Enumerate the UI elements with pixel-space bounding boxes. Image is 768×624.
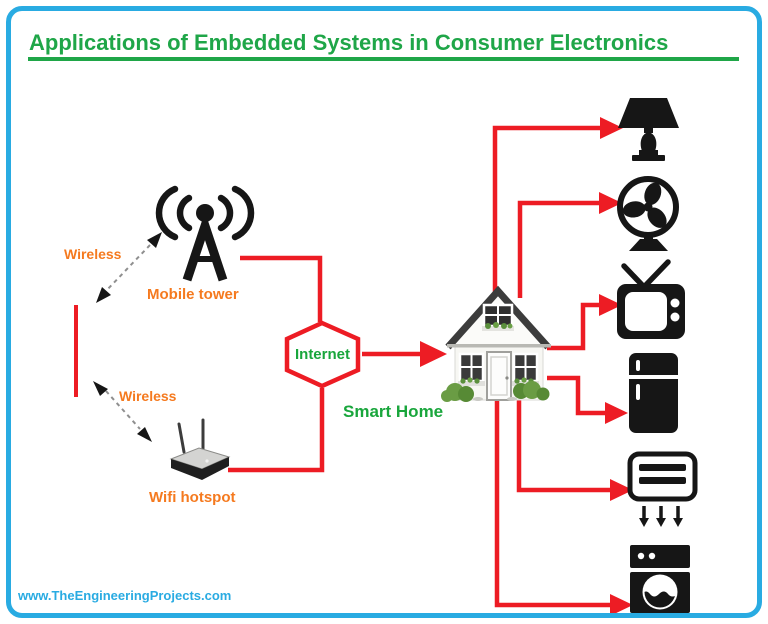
mobile-tower-label: Mobile tower [147,286,239,303]
arrowhead-lamp [600,117,623,139]
line-home-to-washer [494,398,613,608]
line-home-to-tv [547,302,602,351]
arrowhead-ac [610,479,633,501]
watermark-url: www.TheEngineeringProjects.com [18,588,232,603]
line-home-to-lamp [492,125,603,292]
arrowhead-tv [599,294,622,316]
table-fan-icon [617,176,679,251]
red-connector-lines [74,125,613,608]
arrowhead-washer [610,594,633,616]
wireless-label-top: Wireless [64,246,122,262]
table-lamp-icon [618,98,679,161]
smart-home-label: Smart Home [343,402,444,421]
title-underline [28,57,739,61]
airflow-arrows-icon [639,506,683,527]
wifi-hotspot-label: Wifi hotspot [149,489,236,506]
line-router-to-internet [228,388,325,473]
wireless-dashed-arrows [93,232,162,442]
line-tower-to-internet [240,255,323,322]
washing-machine-icon [630,545,690,613]
wireless-label-bottom: Wireless [119,388,177,404]
arrowhead-home [420,341,447,367]
internet-label: Internet [294,346,350,363]
red-arrowheads [420,117,633,616]
arrowhead-fan [599,192,622,214]
refrigerator-icon [629,353,678,433]
air-conditioner-icon [627,451,698,527]
page-title: Applications of Embedded Systems in Cons… [29,30,669,55]
house-icon [441,285,551,402]
internet-hexagon [284,320,361,389]
line-home-to-ac [516,398,613,493]
line-home-to-fan [517,200,602,298]
television-icon [617,259,685,339]
arrowhead-fridge [605,402,628,424]
wifi-router-icon [169,418,231,480]
line-home-to-fridge [547,375,608,416]
cell-tower-icon [155,185,255,282]
